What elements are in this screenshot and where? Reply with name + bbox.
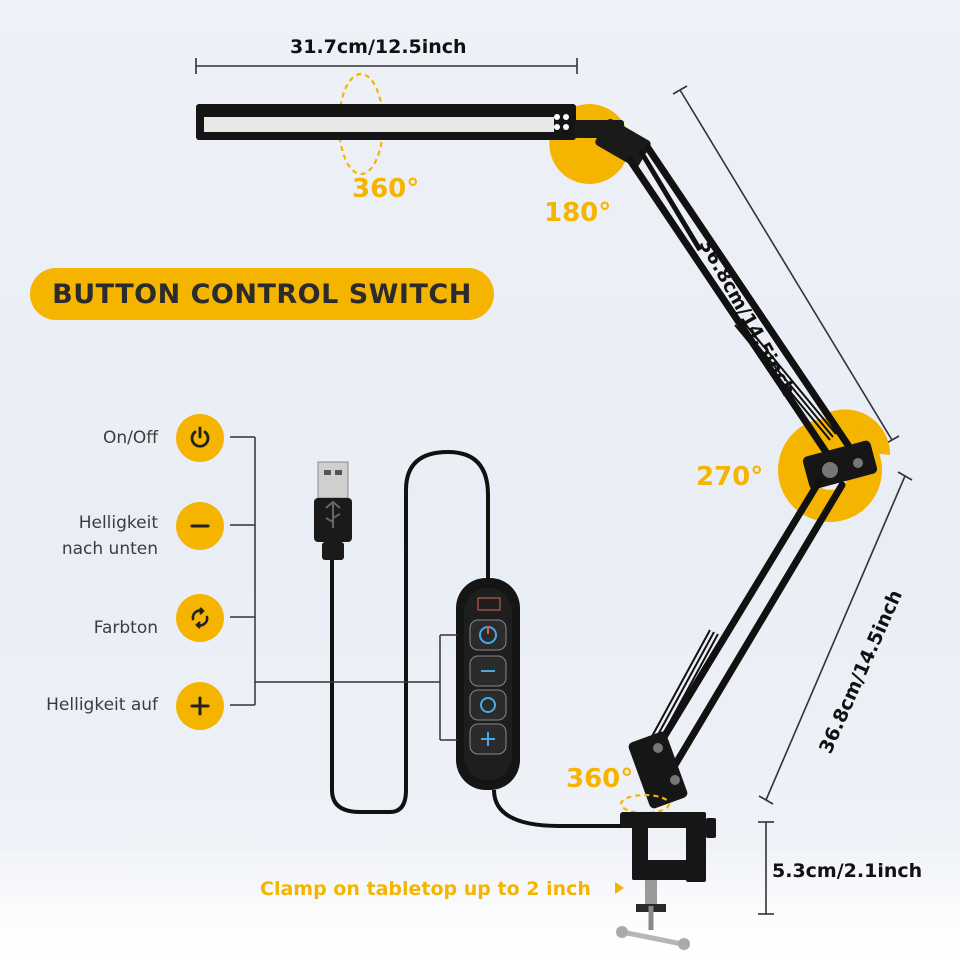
base-angle-label: 360° — [566, 764, 634, 794]
lower-arm-dimension-line — [758, 471, 913, 805]
minus-icon — [176, 502, 224, 550]
control-label-brightness-up: Helligkeit auf — [10, 692, 158, 718]
clamp-note-arrow — [615, 882, 624, 894]
clamp — [616, 812, 716, 950]
control-label-brightness-down: Helligkeit nach unten — [20, 510, 158, 562]
head-rotation-angle-label: 360° — [352, 174, 420, 204]
upper-arm — [626, 144, 852, 462]
head-tilt-angle-label: 180° — [544, 198, 612, 228]
clamp-height-label: 5.3cm/2.1inch — [772, 860, 923, 882]
controller-cable — [492, 789, 622, 828]
button-control-banner: BUTTON CONTROL SWITCH — [30, 268, 494, 320]
control-label-brightness-up-text: Helligkeit auf — [46, 695, 158, 715]
control-label-on-off: On/Off — [40, 425, 158, 451]
floor-fade — [0, 840, 960, 960]
control-label-color-tone: Farbton — [40, 615, 158, 641]
lower-arm — [646, 476, 846, 774]
clamp-note: Clamp on tabletop up to 2 inch — [260, 878, 591, 900]
plus-icon — [176, 682, 224, 730]
head-width-dimension-line — [195, 58, 578, 74]
controls-bracket — [230, 436, 458, 741]
control-label-brightness-down-line1: Helligkeit — [78, 513, 158, 533]
usb-cable — [330, 449, 490, 814]
head-width-label: 31.7cm/12.5inch — [290, 36, 467, 58]
clamp-height-dimension-line — [758, 821, 774, 915]
usb-plug — [314, 461, 352, 560]
lower-arm-spring — [649, 629, 719, 745]
control-label-on-off-text: On/Off — [103, 428, 158, 448]
head-joint — [574, 118, 651, 168]
upper-arm-spring — [734, 318, 837, 441]
banner-title: BUTTON CONTROL SWITCH — [52, 278, 472, 310]
base-joint — [628, 731, 688, 809]
inline-controller — [456, 578, 520, 790]
control-label-color-tone-text: Farbton — [93, 618, 158, 638]
cycle-icon — [176, 594, 224, 642]
lamp-head — [196, 104, 576, 140]
control-label-brightness-down-line2: nach unten — [61, 539, 158, 559]
power-icon — [176, 414, 224, 462]
elbow-angle-label: 270° — [696, 462, 764, 492]
